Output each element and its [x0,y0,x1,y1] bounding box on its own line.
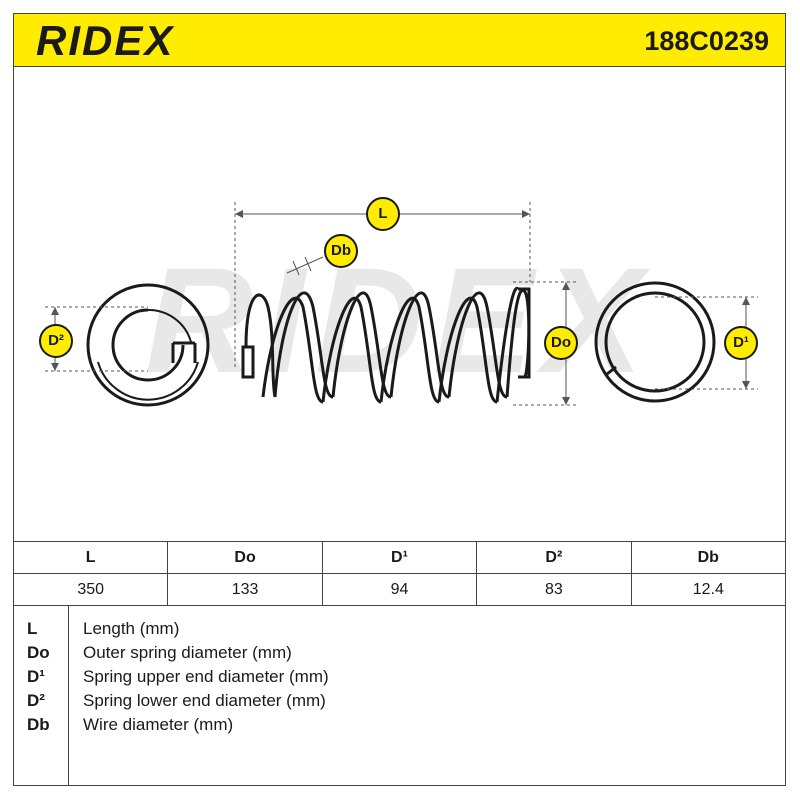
header-cell-l: L [12,541,169,574]
legend-item: L Length (mm) [13,619,786,643]
legend-description: Spring lower end diameter (mm) [83,691,326,710]
label-db: Db [324,234,358,268]
label-d2: D² [39,324,73,358]
label-l: L [366,197,400,231]
legend-item: D² Spring lower end diameter (mm) [13,691,786,715]
header-cell-db: Db [630,541,787,574]
value-cell-d2: 83 [476,573,632,606]
header-cell-d2: D² [476,541,632,574]
header-cell-do: Do [167,541,323,574]
d2-dimension [45,306,148,372]
label-do: Do [544,326,578,360]
legend-key: Do [27,643,50,662]
legend-description: Length (mm) [83,619,180,638]
legend-divider [68,605,69,786]
spring-drawing: RIDEX [45,202,758,407]
legend-item: Db Wire diameter (mm) [13,715,786,739]
legend-key: D² [27,691,45,710]
value-cell-d1: 94 [321,573,478,606]
lower-end-view [86,283,210,407]
legend-item: Do Outer spring diameter (mm) [13,643,786,667]
upper-end-view [594,281,716,403]
spring-side-view [241,286,531,404]
legend-panel: L Length (mm) Do Outer spring diameter (… [13,605,786,786]
value-cell-db: 12.4 [630,573,787,606]
legend-key: L [27,619,38,638]
header-bar: RIDEX 188C0239 [13,13,786,67]
legend-key: Db [27,715,50,734]
header-cell-d1: D¹ [321,541,478,574]
value-cell-do: 133 [167,573,323,606]
legend-key: D¹ [27,667,45,686]
legend-description: Outer spring diameter (mm) [83,643,292,662]
brand-logo: RIDEX [36,17,175,64]
legend-description: Spring upper end diameter (mm) [83,667,329,686]
value-cell-l: 350 [12,573,169,606]
legend-description: Wire diameter (mm) [83,715,234,734]
specs-header-row: L Do D¹ D² Db [12,541,787,574]
db-dimension [286,256,324,276]
spring-diagram: RIDEX [13,67,786,541]
specs-value-row: 350 133 94 83 12.4 [12,573,787,606]
specs-table: L Do D¹ D² Db 350 133 94 83 12.4 [12,541,787,606]
part-number: 188C0239 [644,26,769,56]
label-d1: D¹ [724,326,758,360]
legend-item: D¹ Spring upper end diameter (mm) [13,667,786,691]
